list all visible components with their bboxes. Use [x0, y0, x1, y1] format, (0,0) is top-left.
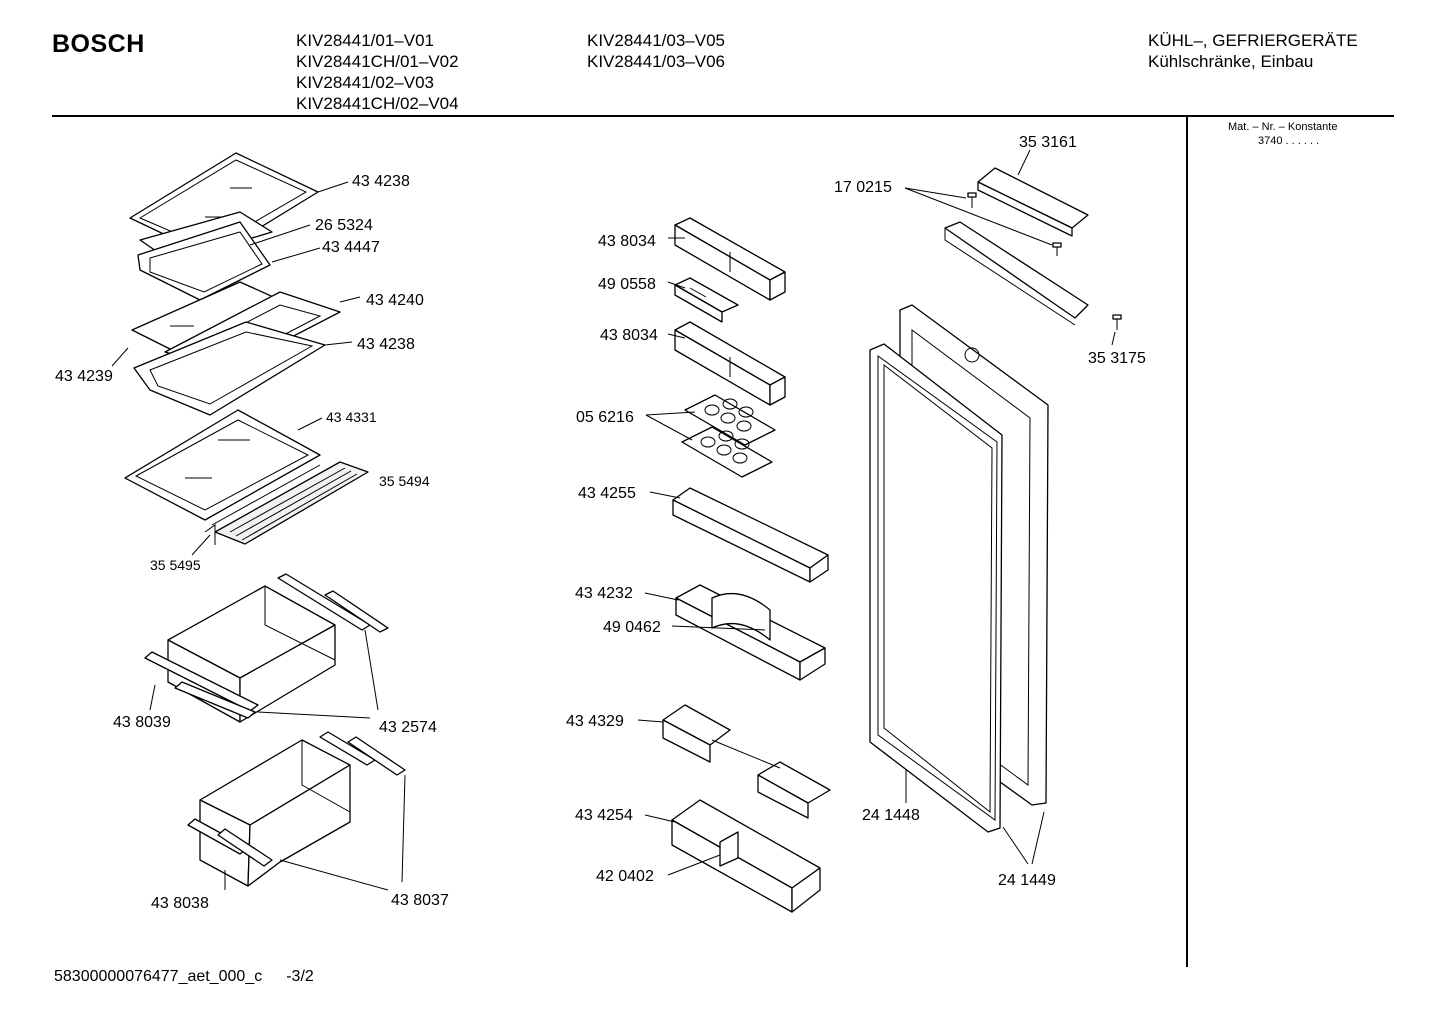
part-label: 43 4239	[55, 368, 113, 385]
part-label: 43 4329	[566, 713, 624, 730]
header-divider	[52, 115, 1394, 117]
glass-shelf-bottom[interactable]	[124, 409, 321, 521]
model-number: KIV28441/02–V03	[296, 73, 435, 92]
door-bin-with-divider[interactable]	[675, 584, 826, 681]
footer: 58300000076477_aet_000_c -3/2	[54, 968, 338, 986]
part-label: 43 4238	[352, 173, 410, 190]
part-label: 26 5324	[315, 217, 373, 234]
part-label: 43 4232	[575, 585, 633, 602]
screw[interactable]	[967, 192, 977, 208]
part-label: 43 8034	[600, 327, 658, 344]
drawer-rail-upper-left[interactable]	[144, 651, 259, 719]
part-label: 35 5494	[379, 473, 430, 489]
part-label: 43 8039	[113, 714, 171, 731]
part-label: 43 4238	[357, 336, 415, 353]
crisper-drawer-lower[interactable]	[199, 739, 351, 887]
screw[interactable]	[1112, 314, 1122, 330]
part-label: 05 6216	[576, 409, 634, 426]
part-label: 43 4255	[578, 485, 636, 502]
part-label: 43 4240	[366, 292, 424, 309]
part-label: 43 8038	[151, 895, 209, 912]
door-bin-narrow[interactable]	[672, 487, 829, 583]
material-number-value: 3740 . . . . . .	[1258, 135, 1320, 147]
model-number: KIV28441/01–V01	[296, 31, 435, 50]
butter-shelf-upper[interactable]	[674, 217, 786, 301]
side-panel-divider	[1186, 117, 1188, 967]
material-number-panel: Mat. – Nr. – Konstante 3740 . . . . . .	[1200, 120, 1400, 148]
egg-insert-small[interactable]	[674, 277, 739, 323]
drawer-rail-upper-right[interactable]	[277, 573, 389, 633]
butter-shelf-lower[interactable]	[674, 321, 786, 406]
part-label: 43 8037	[391, 892, 449, 909]
leader-lines	[111, 149, 1116, 891]
model-number: KIV28441CH/01–V02	[296, 52, 459, 71]
egg-tray-upper[interactable]	[684, 394, 776, 446]
part-label: 24 1448	[862, 807, 920, 824]
category-subtitle: Kühlschränke, Einbau	[1148, 52, 1314, 71]
part-label: 24 1449	[998, 872, 1056, 889]
part-label: 43 4254	[575, 807, 633, 824]
material-number-label: Mat. – Nr. – Konstante	[1228, 121, 1338, 133]
model-number: KIV28441/03–V05	[587, 31, 726, 50]
door-bin-bottom[interactable]	[671, 799, 821, 913]
part-label: 42 0402	[596, 868, 654, 885]
hinge-cover[interactable]	[977, 167, 1089, 237]
shelf-frame-upper[interactable]	[137, 211, 273, 301]
part-label: 35 5495	[150, 557, 201, 573]
door-gasket[interactable]	[869, 343, 1003, 833]
hinge-bracket[interactable]	[944, 221, 1089, 326]
part-label: 43 2574	[379, 719, 437, 736]
model-list-secondary: KIV28441/03–V05 KIV28441/03–V06	[587, 30, 725, 72]
part-label: 35 3161	[1019, 134, 1077, 151]
part-label: 49 0462	[603, 619, 661, 636]
part-label: 43 4447	[322, 239, 380, 256]
egg-tray-lower[interactable]	[681, 426, 773, 478]
part-label: 43 8034	[598, 233, 656, 250]
split-shelf-assembly[interactable]	[131, 281, 341, 416]
drawer-rail-lower-left[interactable]	[187, 818, 273, 867]
page-number: -3/2	[286, 968, 314, 985]
document-id: 58300000076477_aet_000_c	[54, 968, 263, 985]
part-label: 35 3175	[1088, 350, 1146, 367]
part-labels: 43 4238 26 5324 43 4447 43 4240 43 4238 …	[55, 134, 1146, 912]
part-label: 49 0558	[598, 276, 656, 293]
door-bin-split[interactable]	[662, 704, 831, 819]
model-list-primary: KIV28441/01–V01 KIV28441CH/01–V02 KIV284…	[296, 30, 459, 114]
brand-logo: BOSCH	[52, 30, 145, 58]
category-title: KÜHL–, GEFRIERGERÄTE	[1148, 31, 1358, 50]
category-block: KÜHL–, GEFRIERGERÄTE Kühlschränke, Einba…	[1148, 30, 1358, 72]
vent-grille[interactable]	[204, 461, 369, 545]
part-label: 43 4331	[326, 409, 377, 425]
drawer-rail-lower-right[interactable]	[319, 731, 406, 776]
model-number: KIV28441CH/02–V04	[296, 94, 459, 113]
part-label: 17 0215	[834, 179, 892, 196]
model-number: KIV28441/03–V06	[587, 52, 726, 71]
screw[interactable]	[1052, 242, 1062, 256]
